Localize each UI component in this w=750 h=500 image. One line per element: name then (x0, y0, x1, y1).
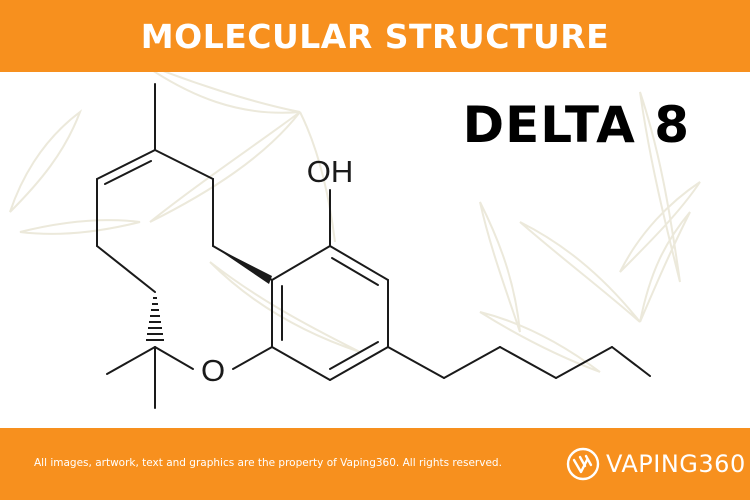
oxygen-label: O (201, 353, 225, 388)
delta8-molecule-diagram: OH O (9, 72, 701, 409)
header-banner: MOLECULAR STRUCTURE (0, 0, 750, 72)
vaping360-logo: VAPING360 (566, 445, 746, 483)
wedge-bond (213, 246, 272, 284)
diagram-area: OH O DELTA 8 (0, 72, 750, 428)
vaping360-logo-icon (566, 447, 600, 481)
cannabis-leaf-watermark (9, 72, 701, 373)
header-title: MOLECULAR STRUCTURE (140, 16, 610, 56)
logo-text: VAPING360 (606, 450, 746, 478)
bond-lines (96, 83, 651, 409)
copyright-notice: All images, artwork, text and graphics a… (34, 457, 502, 469)
compound-name: DELTA 8 (462, 96, 690, 154)
hashed-wedge-bond (146, 297, 164, 341)
footer-banner: All images, artwork, text and graphics a… (0, 428, 750, 500)
hydroxyl-label: OH (307, 154, 354, 189)
